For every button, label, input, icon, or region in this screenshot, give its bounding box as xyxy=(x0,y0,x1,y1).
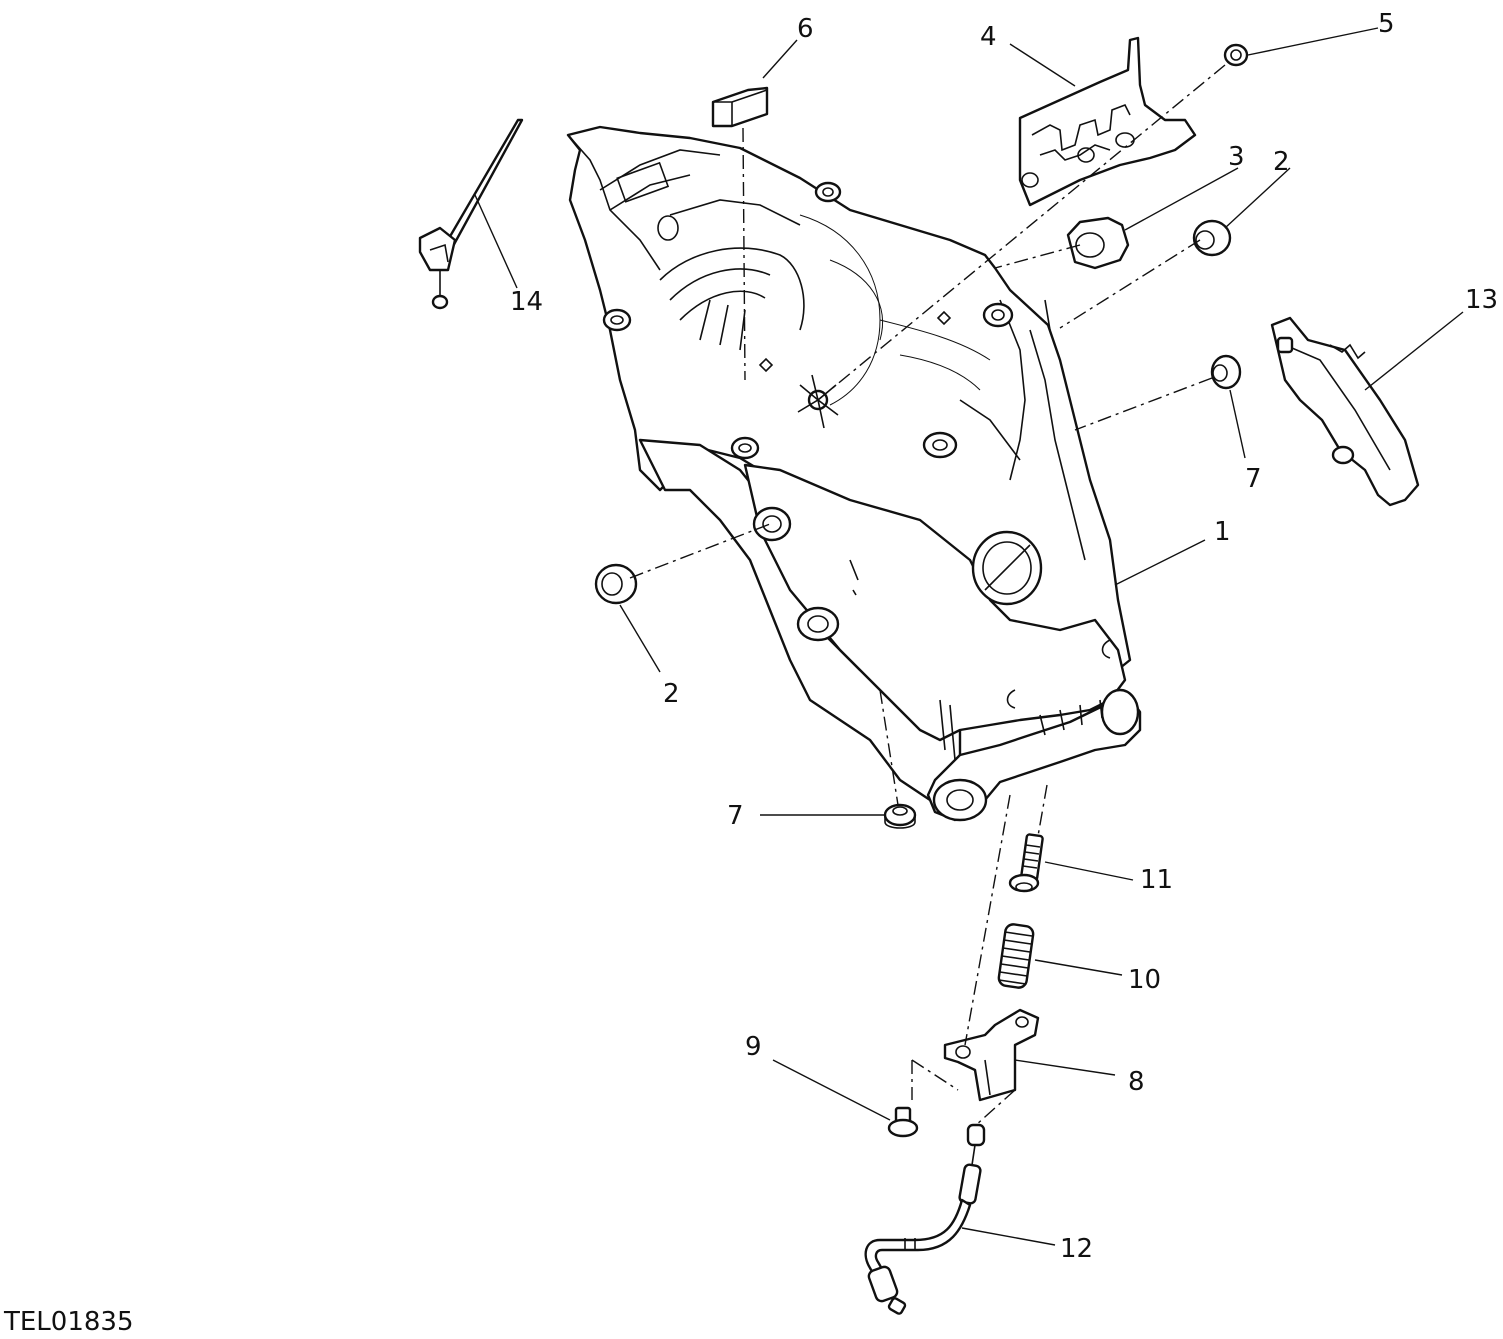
bolt-part xyxy=(1008,833,1044,893)
callout-2-upper: 2 xyxy=(1273,147,1290,177)
assembly-lines xyxy=(629,64,1226,1126)
callout-1: 1 xyxy=(1214,517,1231,547)
callout-labels: 1 2 2 3 4 5 6 7 7 8 9 10 11 12 13 14 xyxy=(510,9,1498,1264)
callout-3: 3 xyxy=(1228,142,1245,172)
screw-part xyxy=(887,1106,919,1138)
leader-lines xyxy=(474,27,1464,1246)
callout-6: 6 xyxy=(797,14,814,44)
callout-10: 10 xyxy=(1128,965,1161,995)
callout-13: 13 xyxy=(1465,285,1498,315)
lever-part xyxy=(1270,316,1420,507)
callout-14: 14 xyxy=(510,287,543,317)
small-grommet-part xyxy=(1223,43,1249,67)
rubber-block-part xyxy=(1066,216,1130,270)
callout-8: 8 xyxy=(1128,1067,1145,1097)
callout-12: 12 xyxy=(1060,1234,1093,1264)
spacer-lower-part xyxy=(883,803,917,829)
callout-5: 5 xyxy=(1378,9,1395,39)
callout-4: 4 xyxy=(980,22,997,52)
callout-9: 9 xyxy=(745,1032,762,1062)
callout-11: 11 xyxy=(1140,865,1173,895)
switch-bracket-part xyxy=(943,1008,1040,1102)
spring-part xyxy=(997,923,1035,989)
grommet-upper-part xyxy=(1192,219,1232,257)
grommet-lower-part xyxy=(594,563,638,605)
callout-7-lower: 7 xyxy=(727,801,744,831)
bracket-plate-part xyxy=(1018,36,1197,207)
callout-7-upper: 7 xyxy=(1245,464,1262,494)
callout-2-lower: 2 xyxy=(663,679,680,709)
main-frame-part xyxy=(566,125,1142,822)
cable-tie-part xyxy=(418,118,524,310)
cable-sensor-part xyxy=(864,1123,986,1315)
drawing-code: TEL01835 xyxy=(4,1307,134,1337)
spacer-upper-part xyxy=(1210,354,1242,390)
rubber-pad-part xyxy=(711,86,769,128)
